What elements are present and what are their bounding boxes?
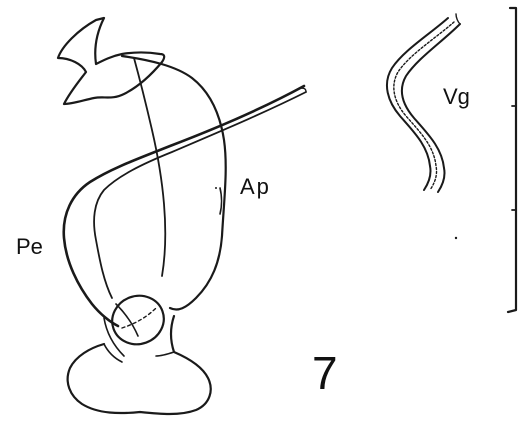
label-vg: Vg	[443, 86, 470, 108]
figure-number: 7	[312, 350, 338, 396]
aedeagus-body-outline	[122, 56, 226, 310]
basal-piece-outline	[68, 316, 211, 414]
label-pe: Pe	[16, 236, 43, 258]
scale-bar	[508, 8, 516, 312]
basal-ring-outline	[104, 289, 171, 356]
label-ap: Ap	[240, 176, 271, 198]
penis-tube-outline	[64, 86, 306, 326]
